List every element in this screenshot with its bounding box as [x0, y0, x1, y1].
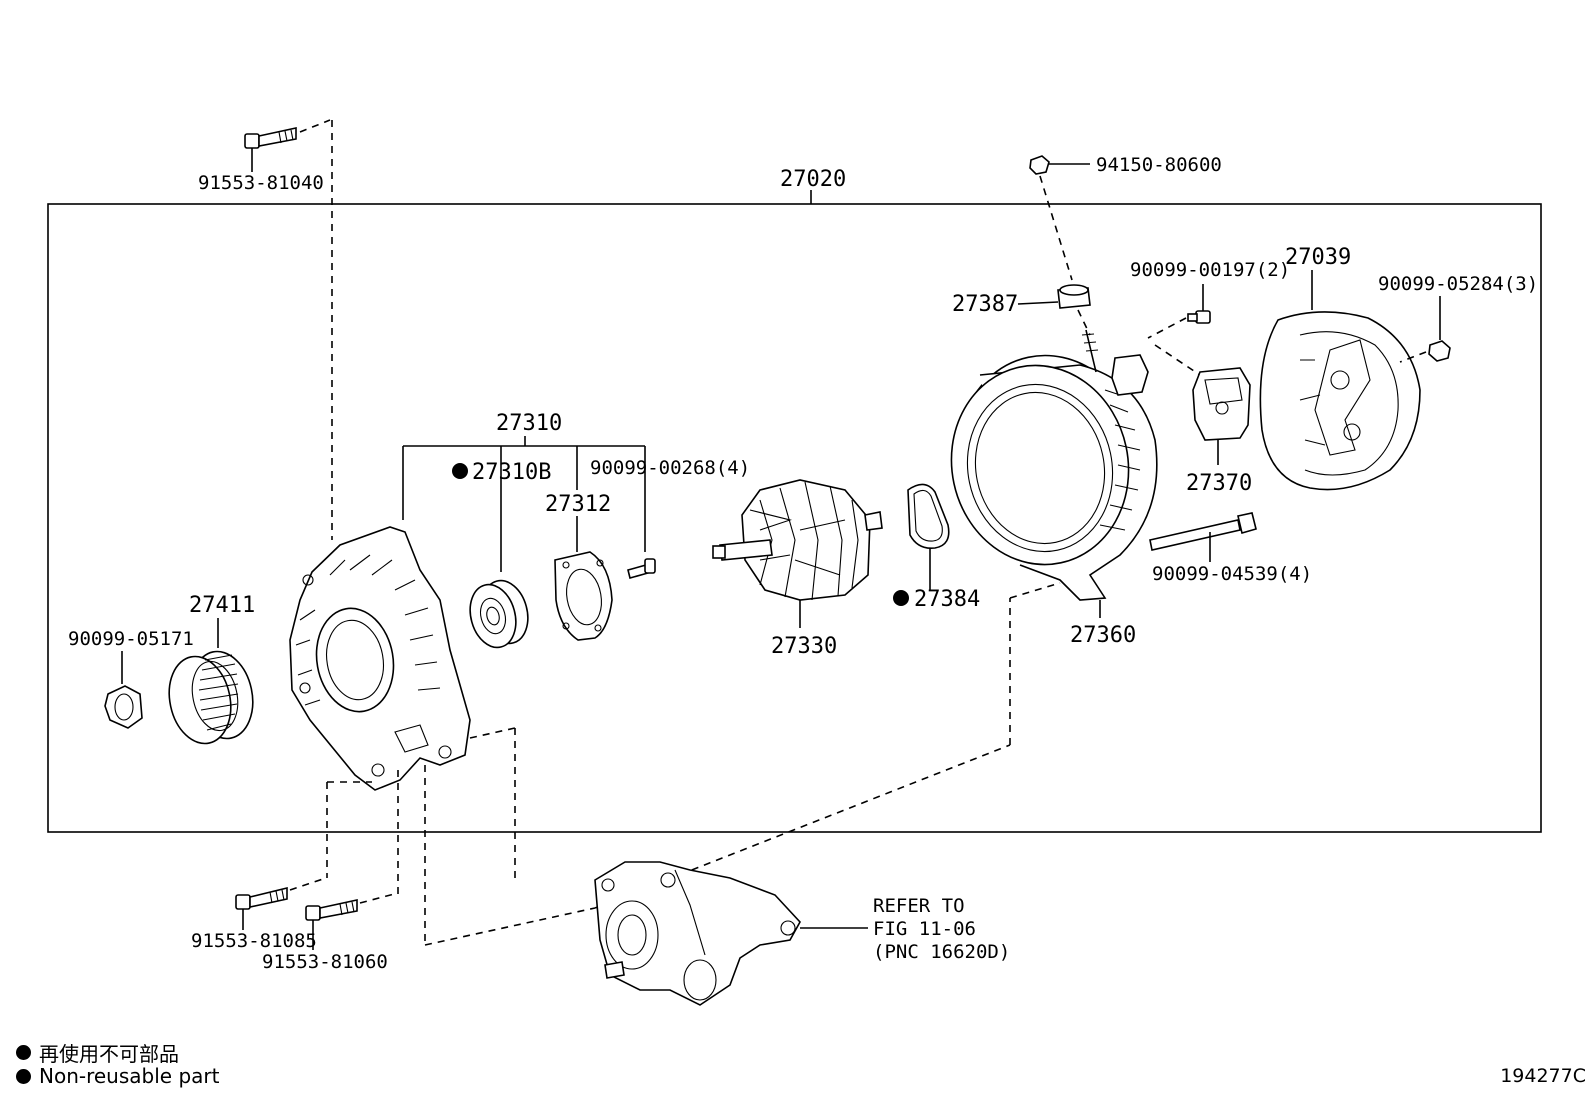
regulator-27370[interactable] — [1192, 367, 1251, 465]
label-91553-81040[interactable]: 91553-81040 — [198, 172, 324, 194]
label-27360[interactable]: 27360 — [1070, 623, 1136, 648]
non-reusable-dot-27384 — [893, 590, 909, 606]
label-91553-81060[interactable]: 91553-81060 — [262, 951, 388, 973]
non-reusable-dot-27310B — [452, 463, 468, 479]
label-27312[interactable]: 27312 — [545, 492, 611, 517]
legend-en-text: Non-reusable part — [39, 1064, 220, 1088]
ring-27384[interactable] — [907, 483, 950, 590]
label-27039[interactable]: 27039 — [1285, 245, 1351, 270]
rear-cover-27039[interactable] — [1259, 311, 1421, 491]
bolt-91553-81085[interactable] — [235, 886, 288, 930]
nut-90099-05171[interactable] — [104, 685, 143, 729]
label-27020[interactable]: 27020 — [780, 167, 846, 192]
nut-90099-05284[interactable] — [1428, 340, 1451, 362]
legend-dot-icon — [16, 1068, 31, 1084]
label-27310[interactable]: 27310 — [496, 411, 562, 436]
through-bolt-90099-04539[interactable] — [1149, 512, 1257, 562]
label-90099-05284[interactable]: 90099-05284(3) — [1378, 273, 1538, 295]
bolt-91553-81060[interactable] — [305, 899, 358, 950]
label-91553-81085[interactable]: 91553-81085 — [191, 930, 317, 952]
legend-jp-text: 再使用不可部品 — [39, 1042, 179, 1066]
nut-94150-80600[interactable] — [1029, 155, 1090, 175]
label-27411[interactable]: 27411 — [189, 593, 255, 618]
retainer-27312[interactable] — [554, 551, 613, 641]
drive-end-frame-27310[interactable] — [289, 526, 471, 791]
reference-line-3: (PNC 16620D) — [873, 941, 1010, 963]
rear-frame-27360[interactable] — [933, 329, 1162, 618]
label-27387[interactable]: 27387 — [952, 292, 1018, 317]
label-90099-00197[interactable]: 90099-00197(2) — [1130, 259, 1290, 281]
insulator-27387[interactable] — [1017, 284, 1091, 309]
label-90099-00268[interactable]: 90099-00268(4) — [590, 457, 750, 479]
label-94150-80600[interactable]: 94150-80600 — [1096, 154, 1222, 176]
screw-90099-00197[interactable] — [1187, 284, 1211, 324]
bolt-91553-81040[interactable] — [244, 127, 297, 172]
pulley-27411[interactable] — [162, 646, 261, 750]
screw-90099-00268[interactable] — [627, 558, 656, 579]
rotor-27330[interactable] — [712, 479, 883, 628]
legend-jp: 再使用不可部品 — [16, 1038, 179, 1067]
label-27370[interactable]: 27370 — [1186, 471, 1252, 496]
label-27384[interactable]: 27384 — [914, 587, 980, 612]
label-27310B[interactable]: 27310B — [472, 460, 551, 485]
figure-id: 194277C — [1500, 1065, 1586, 1087]
label-90099-04539[interactable]: 90099-04539(4) — [1152, 563, 1312, 585]
reference-line-2[interactable]: FIG 11-06 — [873, 918, 976, 940]
legend-en: Non-reusable part — [16, 1064, 219, 1088]
bearing-27310B[interactable] — [463, 575, 534, 652]
reference-line-1: REFER TO — [873, 895, 965, 917]
label-27330[interactable]: 27330 — [771, 634, 837, 659]
legend-dot-icon — [16, 1045, 31, 1060]
label-90099-05171[interactable]: 90099-05171 — [68, 628, 194, 650]
mounting-bracket[interactable] — [594, 861, 868, 1006]
assembly-frame — [47, 203, 1542, 833]
